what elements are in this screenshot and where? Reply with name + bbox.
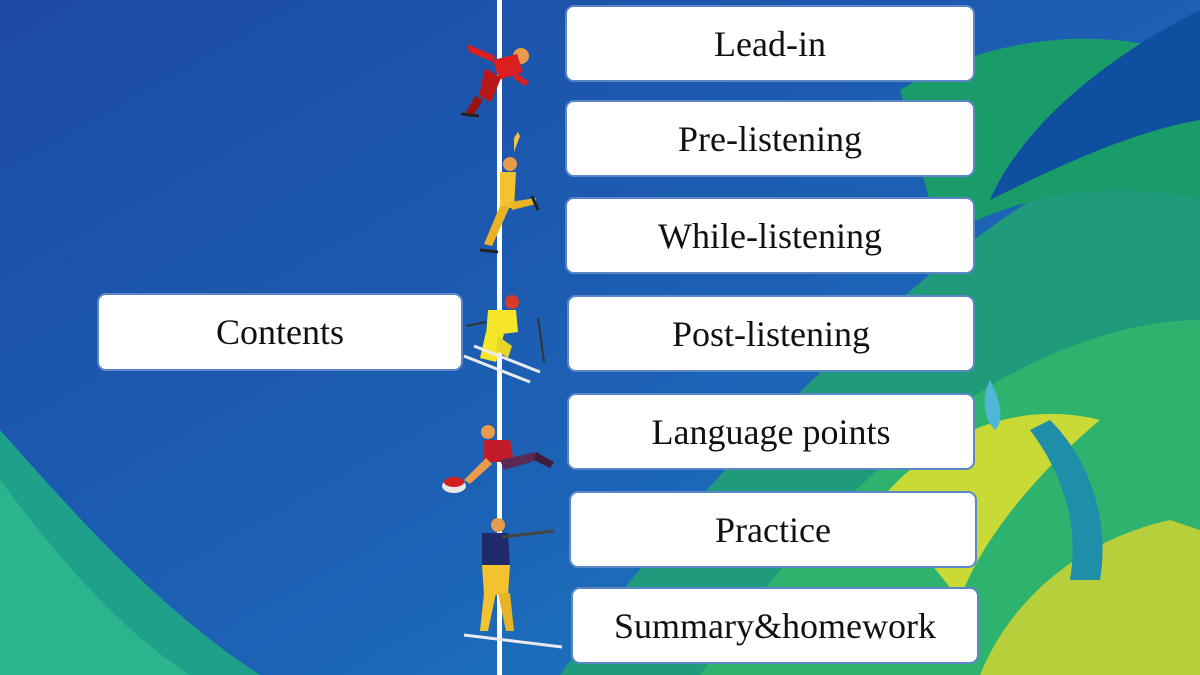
menu-item-summary-homework[interactable]: Summary&homework bbox=[571, 587, 979, 664]
menu-item-label: While-listening bbox=[658, 215, 882, 256]
contents-label: Contents bbox=[215, 312, 344, 352]
figure-skater-icon bbox=[479, 132, 540, 254]
menu-item-lead-in[interactable]: Lead-in bbox=[565, 5, 975, 82]
speed-skater-icon bbox=[460, 44, 529, 118]
menu-item-pre-listening[interactable]: Pre-listening bbox=[565, 100, 975, 177]
menu-item-label: Practice bbox=[715, 509, 831, 550]
menu-item-label: Summary&homework bbox=[614, 605, 936, 646]
curler-icon bbox=[442, 425, 554, 493]
menu-item-label: Post-listening bbox=[671, 313, 871, 354]
menu-item-label: Pre-listening bbox=[678, 118, 862, 159]
menu-item-while-listening[interactable]: While-listening bbox=[565, 197, 975, 274]
menu-item-label: Language points bbox=[651, 411, 891, 452]
biathlete-icon bbox=[463, 518, 563, 649]
menu-item-practice[interactable]: Practice bbox=[569, 491, 977, 568]
alpine-skier-icon bbox=[463, 295, 545, 384]
menu-item-language-points[interactable]: Language points bbox=[567, 393, 975, 470]
menu-item-label: Lead-in bbox=[714, 23, 826, 64]
menu-item-post-listening[interactable]: Post-listening bbox=[567, 295, 975, 372]
contents-box: Contents bbox=[97, 293, 463, 371]
